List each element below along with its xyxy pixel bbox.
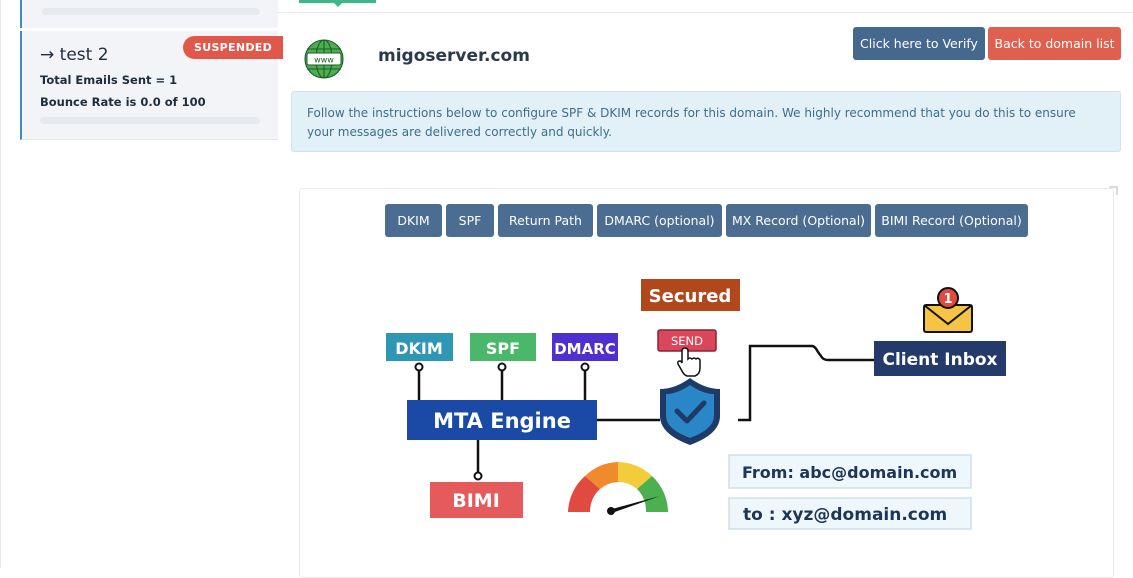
hand-pointer-icon: [677, 347, 701, 377]
mta-engine-label: MTA Engine: [433, 409, 571, 433]
spf-label: SPF: [486, 339, 520, 358]
dkim-box: [386, 333, 453, 361]
instructions-text: Follow the instructions below to configu…: [307, 106, 1076, 139]
tab-bimi-record[interactable]: BIMI Record (Optional): [875, 204, 1028, 237]
bimi-label: BIMI: [452, 490, 500, 512]
secured-box: [641, 279, 740, 311]
domain-card-previous[interactable]: [20, 0, 278, 28]
email-security-diagram: DKIM SPF DMARC MTA Engine BIMI Secured S…: [386, 279, 1006, 530]
from-address-box: [728, 454, 972, 489]
domain-card-title[interactable]: → test 2: [40, 45, 109, 65]
send-label: SEND: [671, 334, 703, 348]
speedometer-gauge-icon: [568, 462, 668, 515]
back-to-domain-list-button[interactable]: Back to domain list: [988, 27, 1121, 60]
globe-www-icon: www: [304, 39, 344, 79]
dmarc-box: [552, 333, 618, 361]
instructions-alert: Follow the instructions below to configu…: [291, 91, 1121, 152]
dmarc-label: DMARC: [554, 340, 616, 358]
client-inbox-box: [874, 341, 1006, 376]
shield-check-icon: [660, 378, 720, 445]
tab-dmarc[interactable]: DMARC (optional): [597, 204, 722, 237]
progress-bar: [40, 117, 260, 124]
status-badge: SUSPENDED: [183, 36, 284, 59]
active-top-tab-indicator: [299, 0, 376, 3]
globe-icon-label: www: [314, 56, 334, 65]
tab-mx-record[interactable]: MX Record (Optional): [726, 204, 871, 237]
page-left-border: [0, 0, 1, 568]
bimi-box: [430, 482, 523, 518]
tab-return-path[interactable]: Return Path: [498, 204, 593, 237]
spf-box: [470, 333, 536, 361]
to-address: to : xyz@domain.com: [743, 505, 947, 525]
progress-bar: [42, 8, 260, 15]
tab-dkim[interactable]: DKIM: [385, 204, 442, 237]
panel-corner-decoration: [1109, 186, 1118, 195]
bounce-rate: Bounce Rate is 0.0 of 100: [40, 95, 206, 109]
secured-label: Secured: [649, 286, 732, 307]
header-divider: [276, 12, 1133, 13]
from-address: From: abc@domain.com: [742, 463, 957, 482]
domain-name: migoserver.com: [378, 46, 530, 66]
mta-engine-box: [407, 400, 597, 440]
envelope-notification-icon: 1: [923, 287, 973, 333]
notification-count: 1: [943, 292, 952, 307]
caret-down-icon: [333, 2, 343, 7]
client-inbox-label: Client Inbox: [882, 350, 997, 370]
tab-spf[interactable]: SPF: [446, 204, 494, 237]
verify-button[interactable]: Click here to Verify: [853, 27, 985, 60]
total-emails-sent: Total Emails Sent = 1: [40, 73, 178, 87]
to-address-box: [728, 497, 972, 530]
dkim-label: DKIM: [395, 339, 443, 358]
